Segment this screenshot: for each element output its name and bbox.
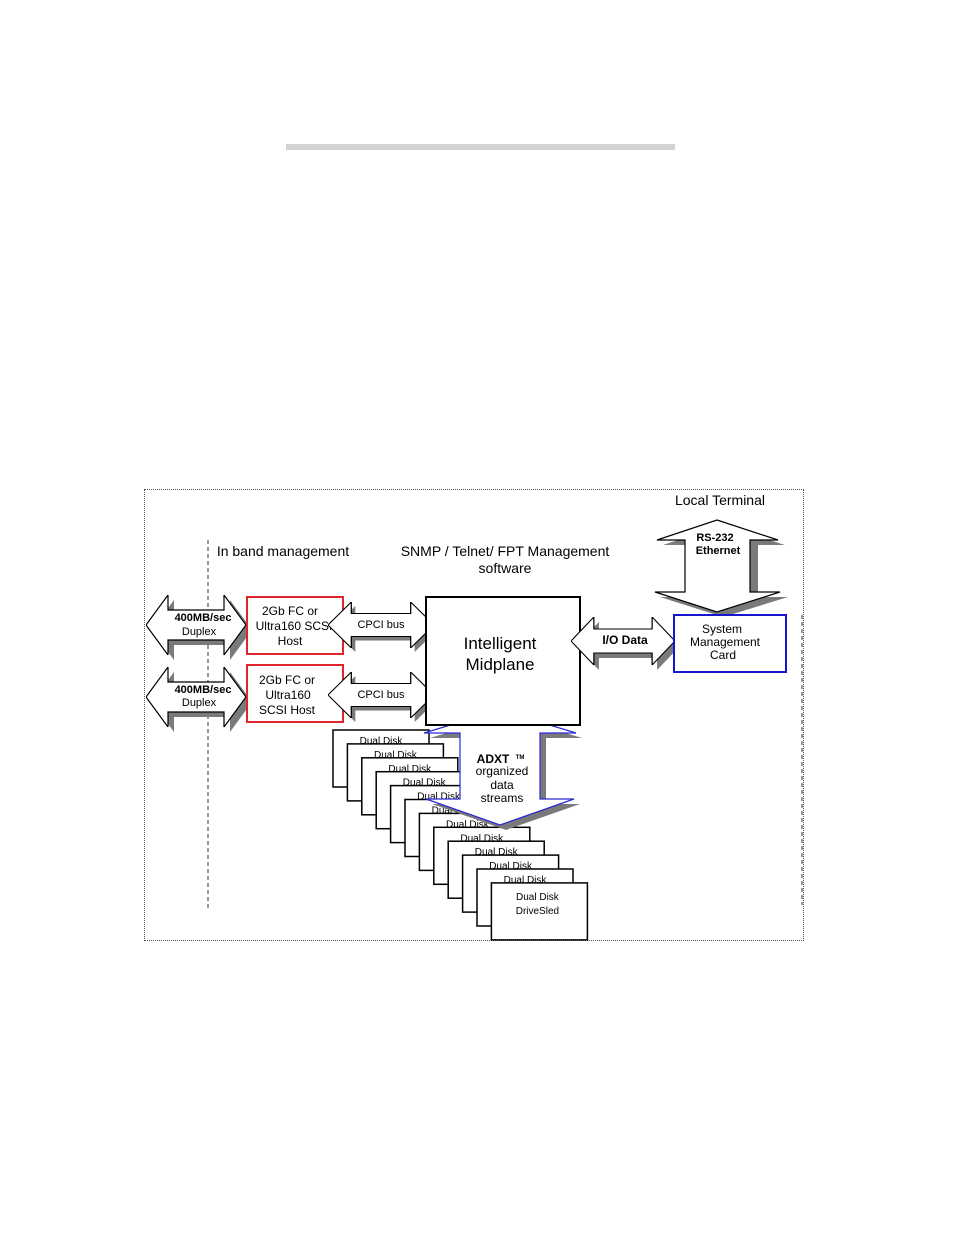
link-speed-1: 400MB/sec: [175, 612, 232, 624]
sled-label: Dual Disk: [403, 778, 447, 789]
local-terminal-label: Local Terminal: [675, 492, 765, 508]
link-mode-1: Duplex: [182, 626, 217, 638]
adxt-line2: data: [490, 778, 514, 792]
sled-front-label-1: Dual Disk: [516, 892, 560, 903]
sled-label: Dual Disk: [489, 861, 533, 872]
sled-label: Dual Disk: [388, 764, 432, 775]
link-speed-2: 400MB/sec: [175, 684, 232, 696]
adxt-arrow: ADXT TM organized data streams: [423, 709, 582, 830]
host1-line1: 2Gb FC or: [262, 604, 318, 618]
diagram-frame: [144, 489, 804, 941]
host1-line2: Ultra160 SCSI: [256, 619, 333, 633]
host2-line2: Ultra160: [265, 688, 311, 702]
rs232-label: RS-232: [696, 532, 733, 544]
cpci-bus-arrow-1: CPCI bus: [328, 602, 438, 652]
io-data-label: I/O Data: [602, 633, 648, 647]
link-arrow-2: 400MB/sec Duplex: [146, 667, 252, 732]
link-arrow-1: 400MB/sec Duplex: [146, 595, 252, 660]
sled-label: Dual Disk: [446, 819, 490, 830]
adxt-tm: TM: [516, 755, 525, 761]
host2-line1: 2Gb FC or: [259, 673, 315, 687]
rs232-arrow: RS-232 Ethernet: [654, 519, 788, 617]
sled-front-label-2: DriveSled: [516, 906, 559, 917]
header-rule: [286, 144, 675, 150]
midplane-line1: Intelligent: [464, 634, 537, 653]
adxt-line3: streams: [481, 791, 524, 805]
midplane-line2: Midplane: [466, 655, 535, 674]
card-line3: Card: [710, 648, 736, 662]
snmp-label-line2: software: [479, 560, 532, 576]
link-mode-2: Duplex: [182, 697, 217, 709]
host-card-1: 2Gb FC or Ultra160 SCSI Host: [246, 596, 344, 655]
card-line1: System: [702, 622, 742, 636]
snmp-label-line1: SNMP / Telnet/ FPT Management: [401, 543, 610, 559]
host2-line3: SCSI Host: [259, 703, 316, 717]
sled-label: Dual Disk: [374, 750, 418, 761]
sled-label: Dual Disk: [360, 736, 404, 747]
intelligent-midplane: Intelligent Midplane: [425, 596, 581, 726]
sled-label: Dual Disk: [460, 833, 504, 844]
card-line2: Management: [690, 635, 761, 649]
cpci-label-2: CPCI bus: [357, 689, 405, 701]
sled-label: Dual Disk: [417, 792, 461, 803]
adxt-line1: organized: [476, 764, 529, 778]
cpci-label-1: CPCI bus: [357, 619, 405, 631]
io-data-arrow: I/O Data: [571, 617, 680, 670]
cpci-bus-arrow-2: CPCI bus: [328, 672, 438, 722]
host-card-2: 2Gb FC or Ultra160 SCSI Host: [246, 664, 344, 723]
sled-label: Dual Disk: [475, 847, 519, 858]
adxt-title: ADXT: [477, 752, 510, 766]
system-management-card: System Management Card: [673, 614, 787, 673]
in-band-label: In band management: [217, 543, 349, 559]
sled-label: Dual Disk: [504, 875, 548, 886]
host1-line3: Host: [278, 634, 303, 648]
ethernet-label: Ethernet: [696, 545, 741, 557]
